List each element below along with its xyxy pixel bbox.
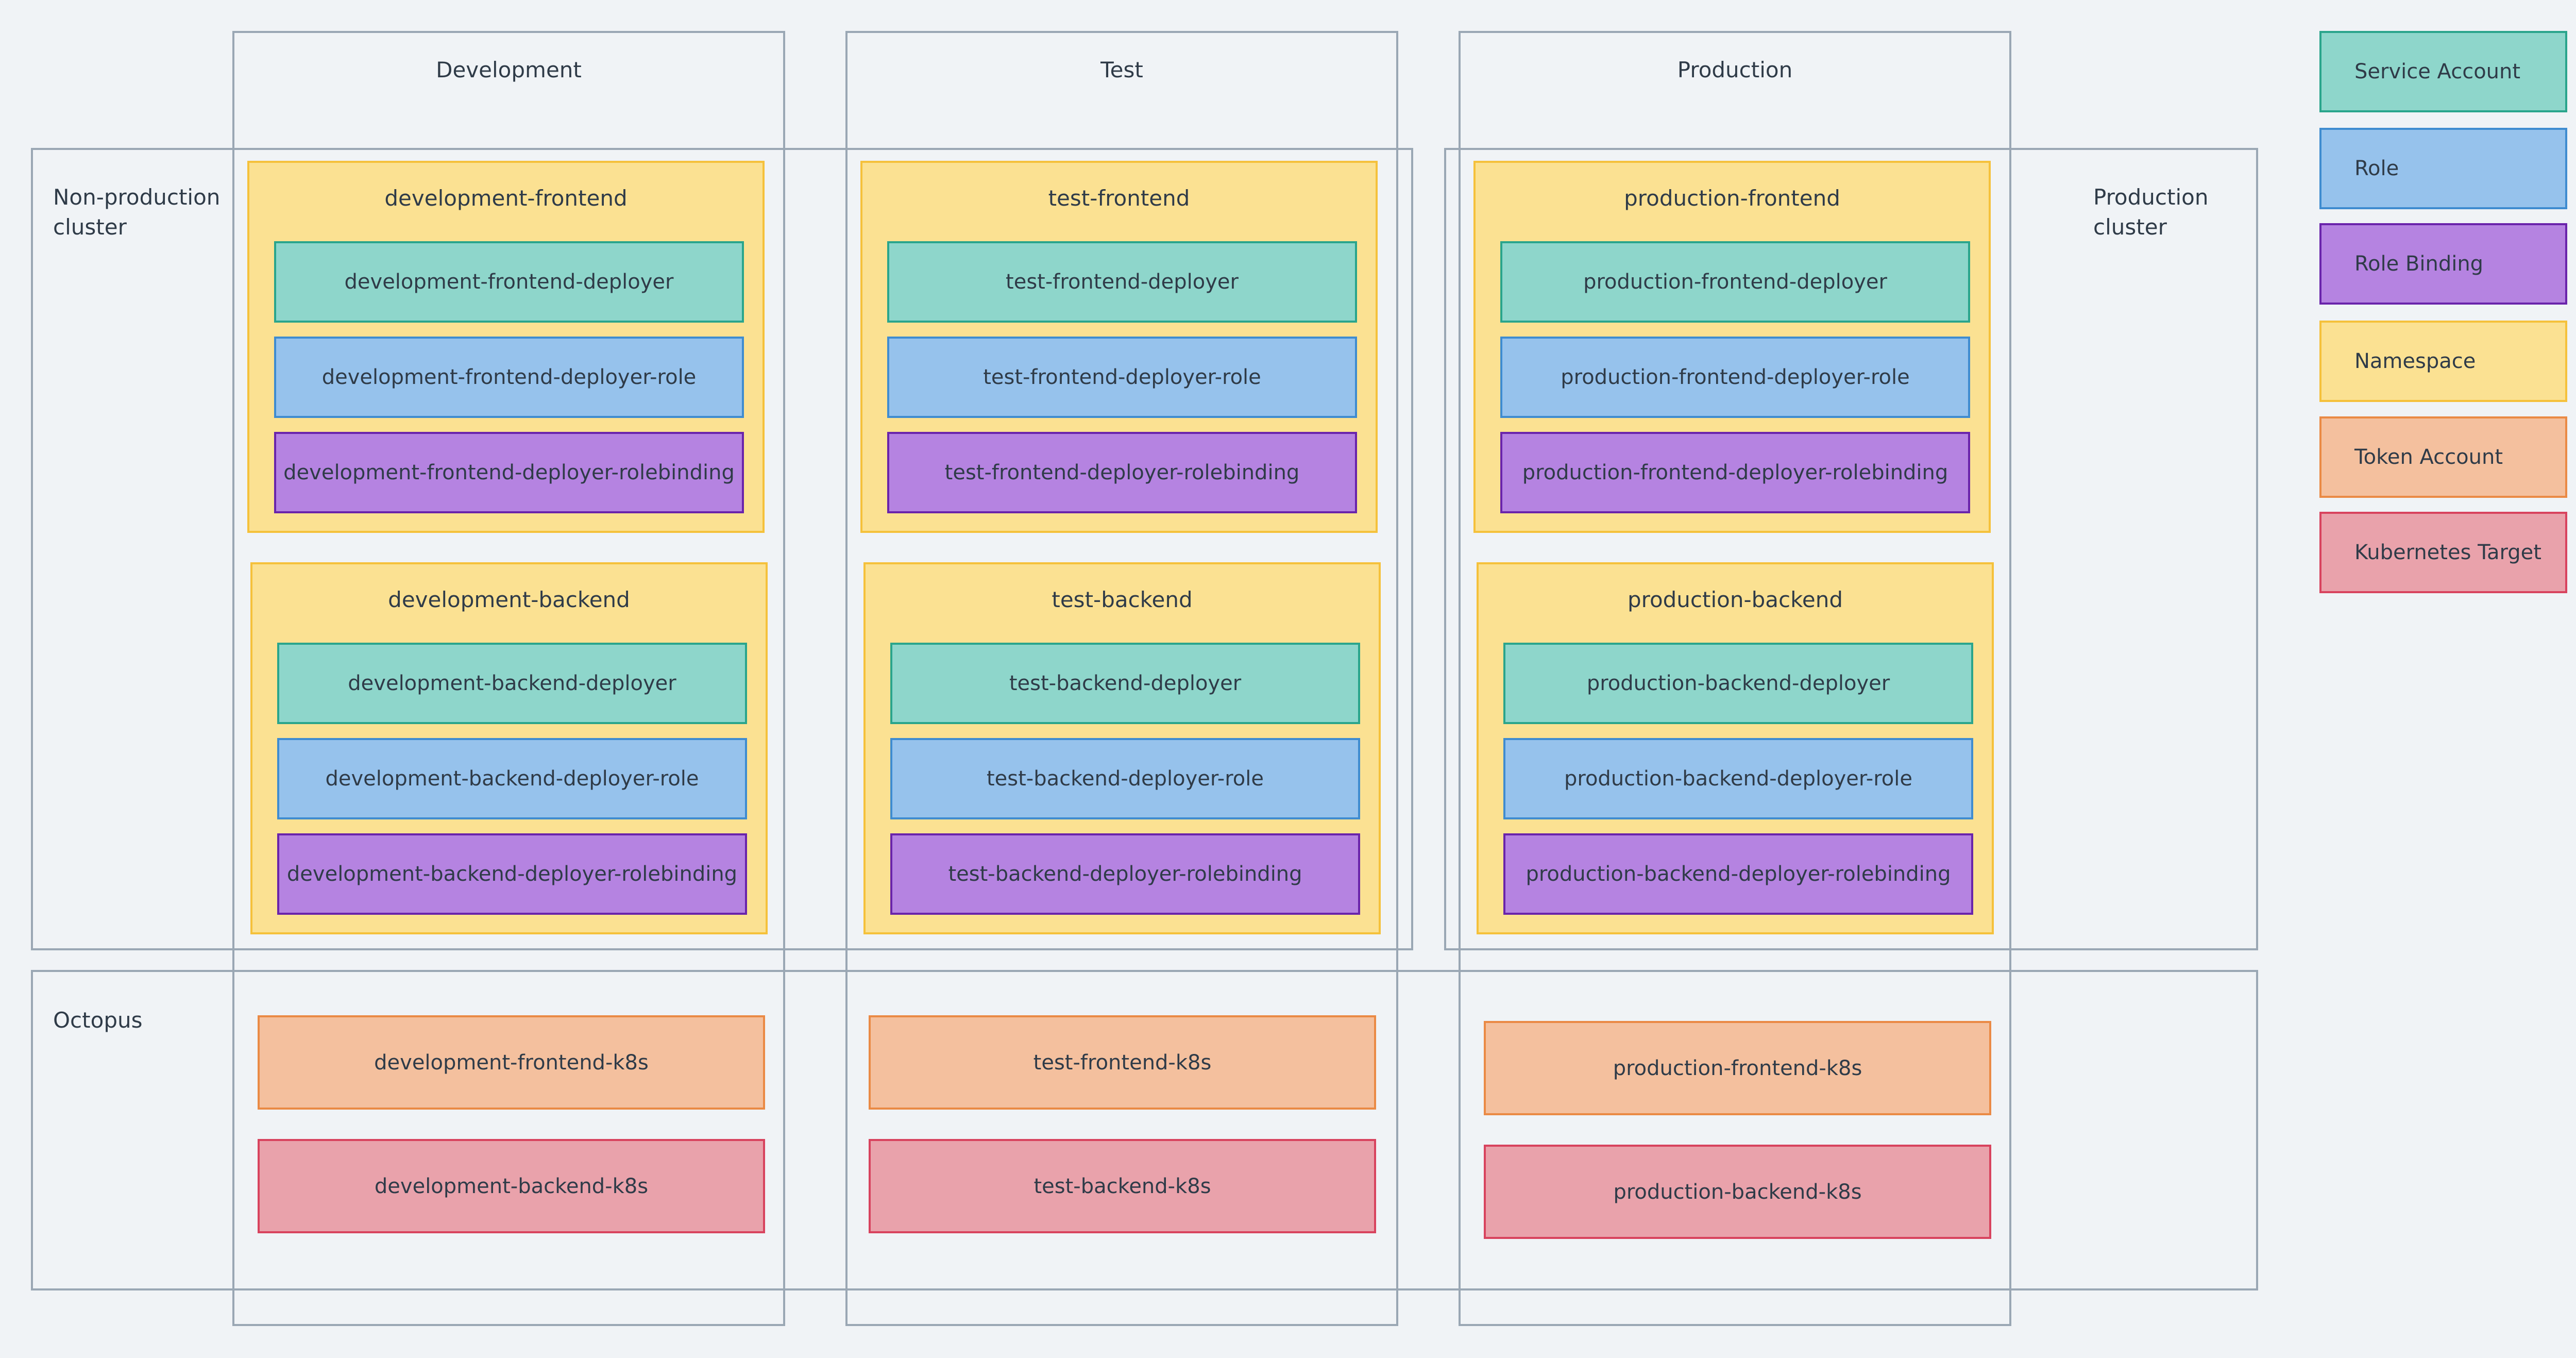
- nonprod-cluster-frame: [31, 148, 1413, 950]
- namespace-title: production-backend: [1627, 587, 1843, 612]
- namespace-test-backend: test-backend test-backend-deployer test-…: [863, 562, 1381, 934]
- production-environment-frame: [1459, 31, 2011, 1326]
- legend-role-binding: Role Binding: [2319, 223, 2567, 305]
- token-account-development-frontend: development-frontend-k8s: [258, 1015, 765, 1110]
- role-box: development-frontend-deployer-role: [274, 337, 744, 418]
- service-account-box: production-backend-deployer: [1503, 643, 1973, 724]
- test-environment-frame: [845, 31, 1398, 1326]
- role-binding-box: development-backend-deployer-rolebinding: [277, 833, 747, 915]
- role-binding-box: production-frontend-deployer-rolebinding: [1500, 432, 1970, 513]
- namespace-title: production-frontend: [1624, 186, 1840, 211]
- legend-service-account: Service Account: [2319, 31, 2567, 112]
- role-binding-box: development-frontend-deployer-rolebindin…: [274, 432, 744, 513]
- development-environment-label: Development: [436, 57, 582, 82]
- token-account-test-frontend: test-frontend-k8s: [869, 1015, 1376, 1110]
- namespace-production-frontend: production-frontend production-frontend-…: [1473, 161, 1991, 533]
- role-box: production-backend-deployer-role: [1503, 738, 1973, 819]
- test-environment-label: Test: [1100, 57, 1143, 82]
- kubernetes-target-production-backend: production-backend-k8s: [1484, 1145, 1991, 1239]
- namespace-title: test-frontend: [1048, 186, 1190, 211]
- role-box: test-frontend-deployer-role: [887, 337, 1357, 418]
- development-environment-frame: [232, 31, 785, 1326]
- namespace-title: development-backend: [388, 587, 630, 612]
- nonprod-cluster-label: Non-production cluster: [53, 185, 221, 240]
- legend-namespace: Namespace: [2319, 321, 2567, 402]
- namespace-production-backend: production-backend production-backend-de…: [1477, 562, 1994, 934]
- namespace-title: development-frontend: [384, 186, 628, 211]
- kubernetes-target-development-backend: development-backend-k8s: [258, 1139, 765, 1233]
- role-binding-box: test-frontend-deployer-rolebinding: [887, 432, 1357, 513]
- role-binding-box: test-backend-deployer-rolebinding: [890, 833, 1360, 915]
- production-environment-label: Production: [1677, 57, 1793, 82]
- namespace-test-frontend: test-frontend test-frontend-deployer tes…: [860, 161, 1378, 533]
- role-box: production-frontend-deployer-role: [1500, 337, 1970, 418]
- legend-token-account: Token Account: [2319, 416, 2567, 498]
- namespace-title: test-backend: [1052, 587, 1193, 612]
- token-account-production-frontend: production-frontend-k8s: [1484, 1021, 1991, 1115]
- service-account-box: production-frontend-deployer: [1500, 241, 1970, 323]
- prod-cluster-label: Production cluster: [2093, 185, 2209, 240]
- role-binding-box: production-backend-deployer-rolebinding: [1503, 833, 1973, 915]
- namespace-development-backend: development-backend development-backend-…: [250, 562, 768, 934]
- role-box: test-backend-deployer-role: [890, 738, 1360, 819]
- octopus-label: Octopus: [53, 1008, 143, 1033]
- legend-role: Role: [2319, 128, 2567, 209]
- role-box: development-backend-deployer-role: [277, 738, 747, 819]
- service-account-box: test-frontend-deployer: [887, 241, 1357, 323]
- service-account-box: test-backend-deployer: [890, 643, 1360, 724]
- octopus-frame: [31, 970, 2258, 1290]
- service-account-box: development-backend-deployer: [277, 643, 747, 724]
- kubernetes-target-test-backend: test-backend-k8s: [869, 1139, 1376, 1233]
- service-account-box: development-frontend-deployer: [274, 241, 744, 323]
- prod-cluster-frame: [1444, 148, 2258, 950]
- legend-kubernetes-target: Kubernetes Target: [2319, 512, 2567, 593]
- namespace-development-frontend: development-frontend development-fronten…: [247, 161, 765, 533]
